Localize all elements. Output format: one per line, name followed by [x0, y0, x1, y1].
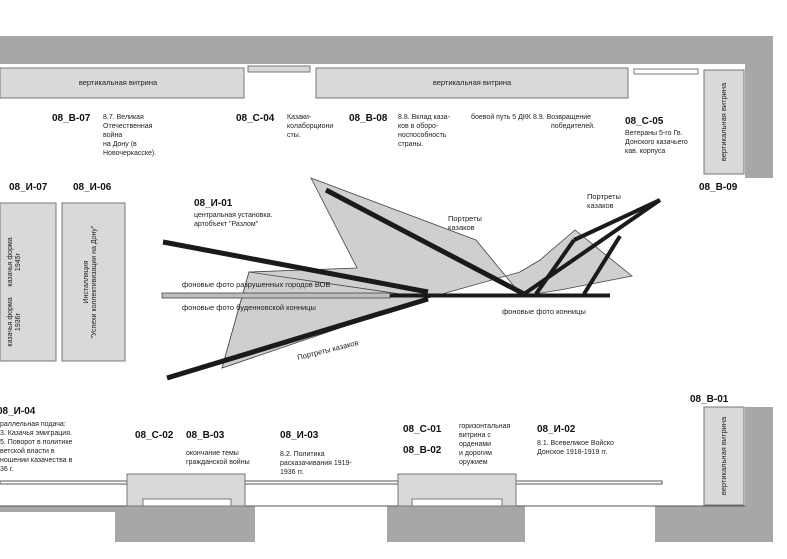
- vitrine-right-top-label: вертикальная витрина: [719, 82, 728, 161]
- desc-c01-1: горизонтальная: [459, 423, 510, 430]
- razlom-beam-upper: [162, 239, 429, 295]
- desc-c01-4: и дорогим: [459, 450, 492, 457]
- installation-razlom[interactable]: [161, 177, 662, 381]
- code-b03: 08_В-03: [186, 430, 225, 441]
- razlom-beam-diagonal: [324, 187, 526, 297]
- razlom-rail-gray: [161, 292, 391, 299]
- code-b09: 08_В-09: [699, 182, 738, 193]
- desc-i03-3: 1936 гг.: [280, 469, 304, 476]
- desc-c01-3: орденами: [459, 441, 491, 448]
- vitrine-top-left[interactable]: [0, 67, 245, 99]
- desc-i04-2: 3. Казачья эмиграция.: [0, 430, 72, 437]
- desc-i03-1: 8.2. Политика: [280, 451, 325, 458]
- vitrine-bottom-1-inner: [142, 498, 232, 507]
- label-portraits-top-2: казаков: [448, 223, 475, 232]
- right-wall-top: [745, 64, 773, 178]
- vitrine-right-top[interactable]: [703, 69, 745, 175]
- panel-installation-line1: Инсталляция: [83, 260, 90, 303]
- desc-i04-3: 5. Поворот в политике: [0, 439, 72, 446]
- bottom-rail: [0, 480, 663, 485]
- top-wall: [0, 36, 773, 64]
- code-c02: 08_С-02: [135, 430, 174, 441]
- vitrine-right-bottom-label: вертикальная витрина: [719, 416, 728, 495]
- code-i01: 08_И-01: [194, 198, 233, 209]
- label-portraits-right-1: Портреты: [587, 192, 621, 201]
- desc-b08-extra-1: боевой путь 5 ДКК 8.9. Возвращение: [471, 113, 591, 121]
- bottom-pillar-3: [655, 506, 773, 542]
- vitrine-top-small-2: [633, 68, 699, 75]
- desc-b08-1: 8.8. Вклад каза-: [398, 114, 451, 121]
- desc-i01-2: артобъект "Разлом": [194, 220, 259, 228]
- vitrine-right-bottom[interactable]: [703, 406, 745, 506]
- code-c05: 08_С-05: [625, 116, 664, 127]
- code-c04: 08_С-04: [236, 113, 275, 124]
- panel-uniform-1945-line2: 1945г: [15, 252, 22, 271]
- desc-b07-5: Новочеркасске).: [103, 150, 156, 157]
- vitrine-top-left-label: вертикальная витрина: [79, 78, 158, 87]
- desc-b08-4: страны.: [398, 141, 423, 148]
- razlom-beam-right-4: [582, 234, 622, 296]
- code-i02: 08_И-02: [537, 424, 576, 435]
- desc-b07-2: Отечественная: [103, 123, 153, 130]
- desc-c04-1: Казаки-: [287, 114, 312, 121]
- label-portraits-bottom: Портреты казаков: [296, 338, 359, 362]
- panel-uniforms[interactable]: [0, 202, 57, 362]
- razlom-beam-right-3: [534, 238, 576, 296]
- desc-b07-3: война: [103, 131, 122, 139]
- bottom-pillar-2: [387, 506, 525, 542]
- desc-i02-2: Донское 1918-1919 гг.: [537, 449, 608, 456]
- walls: [0, 36, 773, 542]
- panel-uniform-1945-line1: казачья форма: [7, 237, 14, 286]
- desc-b07-4: на Дону (в: [103, 141, 137, 148]
- label-photos-budenny: фоновые фото буденновской конницы: [182, 303, 316, 312]
- desc-i03-2: расказачивания 1919-: [280, 460, 352, 467]
- vitrine-top-center[interactable]: [315, 67, 629, 99]
- desc-c05-1: Ветераны 5-го Гв.: [625, 130, 683, 137]
- bottom-pillar-1: [115, 506, 255, 542]
- code-b02: 08_В-02: [403, 445, 442, 456]
- desc-c01-5: оружием: [459, 459, 488, 466]
- panel-uniform-1936-line1: казачья форма: [7, 297, 14, 346]
- desc-b08-2: ков в оборо-: [398, 122, 439, 130]
- label-portraits-top-1: Портреты: [448, 214, 482, 223]
- panel-installation[interactable]: [61, 202, 126, 362]
- desc-b08-extra-2: победителей.: [551, 122, 595, 130]
- desc-c05-2: Донского казачьего: [625, 139, 688, 146]
- code-b08: 08_В-08: [349, 113, 388, 124]
- desc-i01-1: центральная установка.: [194, 212, 272, 219]
- desc-b03-1: окончание темы: [186, 450, 239, 457]
- code-c01: 08_С-01: [403, 424, 442, 435]
- code-b07: 08_В-07: [52, 113, 91, 124]
- label-photos-ruins: фоновые фото разрушенных городов ВОВ: [182, 280, 330, 289]
- code-i04: 08_И-04: [0, 406, 36, 417]
- code-i07: 08_И-07: [9, 182, 48, 193]
- desc-b08-3: носпособность: [398, 131, 447, 139]
- razlom-beam-right-2: [573, 198, 661, 242]
- desc-c01-2: витрина с: [459, 432, 491, 439]
- vitrine-bottom-2-inner: [411, 498, 503, 507]
- panel-installation-line2: "Успехи коллективизации на Дону": [91, 225, 98, 338]
- code-b01: 08_В-01: [690, 394, 729, 405]
- panel-uniform-1936-line2: 1936г: [15, 312, 22, 331]
- desc-b03-2: гражданской войны: [186, 458, 250, 466]
- desc-i04-1: раллельная подача:: [0, 421, 66, 428]
- desc-c04-3: сты.: [287, 132, 301, 139]
- vitrine-top-center-label: вертикальная витрина: [433, 78, 512, 87]
- bottom-wall-left: [0, 506, 115, 512]
- right-wall-bottom: [745, 407, 773, 511]
- label-photos-cavalry: фоновые фото конницы: [502, 307, 586, 316]
- razlom-beam-lower: [166, 296, 429, 381]
- vitrine-top-small-1: [247, 65, 311, 73]
- desc-i04-4: ветской власти в: [0, 447, 55, 455]
- desc-b07-1: 8.7. Великая: [103, 114, 144, 121]
- desc-i02-1: 8.1. Всевеликое Войско: [537, 439, 614, 447]
- desc-i04-5: ношении казачества в: [0, 457, 73, 464]
- code-i06: 08_И-06: [73, 182, 112, 193]
- desc-c04-2: колаборциони: [287, 122, 333, 130]
- desc-c05-3: кав. корпуса: [625, 148, 665, 155]
- label-portraits-right-2: казаков: [587, 201, 614, 210]
- desc-i04-6: 36 г.: [0, 466, 13, 473]
- code-i03: 08_И-03: [280, 430, 319, 441]
